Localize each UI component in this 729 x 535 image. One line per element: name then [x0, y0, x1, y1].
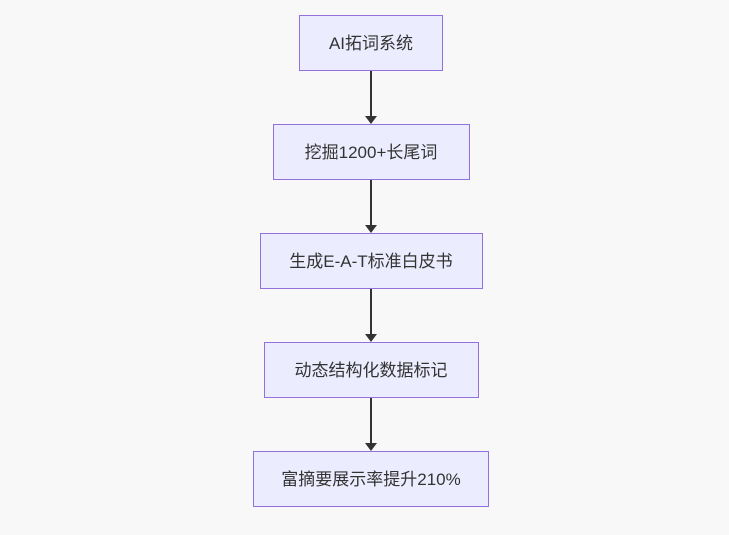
flow-node-label: 动态结构化数据标记 — [294, 360, 448, 380]
flow-node-dynamic-structured-data-markup: 动态结构化数据标记 — [263, 342, 479, 398]
down-arrow — [365, 180, 377, 233]
flow-node-rich-snippet-rate-increase: 富摘要展示率提升210% — [253, 451, 489, 507]
down-arrow — [365, 289, 377, 342]
arrow-line — [370, 289, 372, 335]
arrow-line — [370, 71, 372, 117]
flow-node-generate-eat-whitepaper: 生成E-A-T标准白皮书 — [259, 233, 483, 289]
flow-node-label: 富摘要展示率提升210% — [281, 469, 461, 489]
arrow-head-icon — [365, 225, 377, 233]
flow-node-label: AI拓词系统 — [328, 33, 414, 53]
flow-node-label: 挖掘1200+长尾词 — [304, 142, 438, 162]
flow-node-label: 生成E-A-T标准白皮书 — [289, 251, 453, 271]
arrow-line — [370, 398, 372, 444]
arrow-line — [370, 180, 372, 226]
arrow-head-icon — [365, 116, 377, 124]
flowchart: AI拓词系统 挖掘1200+长尾词 生成E-A-T标准白皮书 动态结构化数据标记 — [253, 15, 489, 507]
flow-node-ai-word-expansion-system: AI拓词系统 — [299, 15, 443, 71]
down-arrow — [365, 71, 377, 124]
arrow-head-icon — [365, 443, 377, 451]
flow-node-mine-longtail-keywords: 挖掘1200+长尾词 — [272, 124, 470, 180]
down-arrow — [365, 398, 377, 451]
arrow-head-icon — [365, 334, 377, 342]
